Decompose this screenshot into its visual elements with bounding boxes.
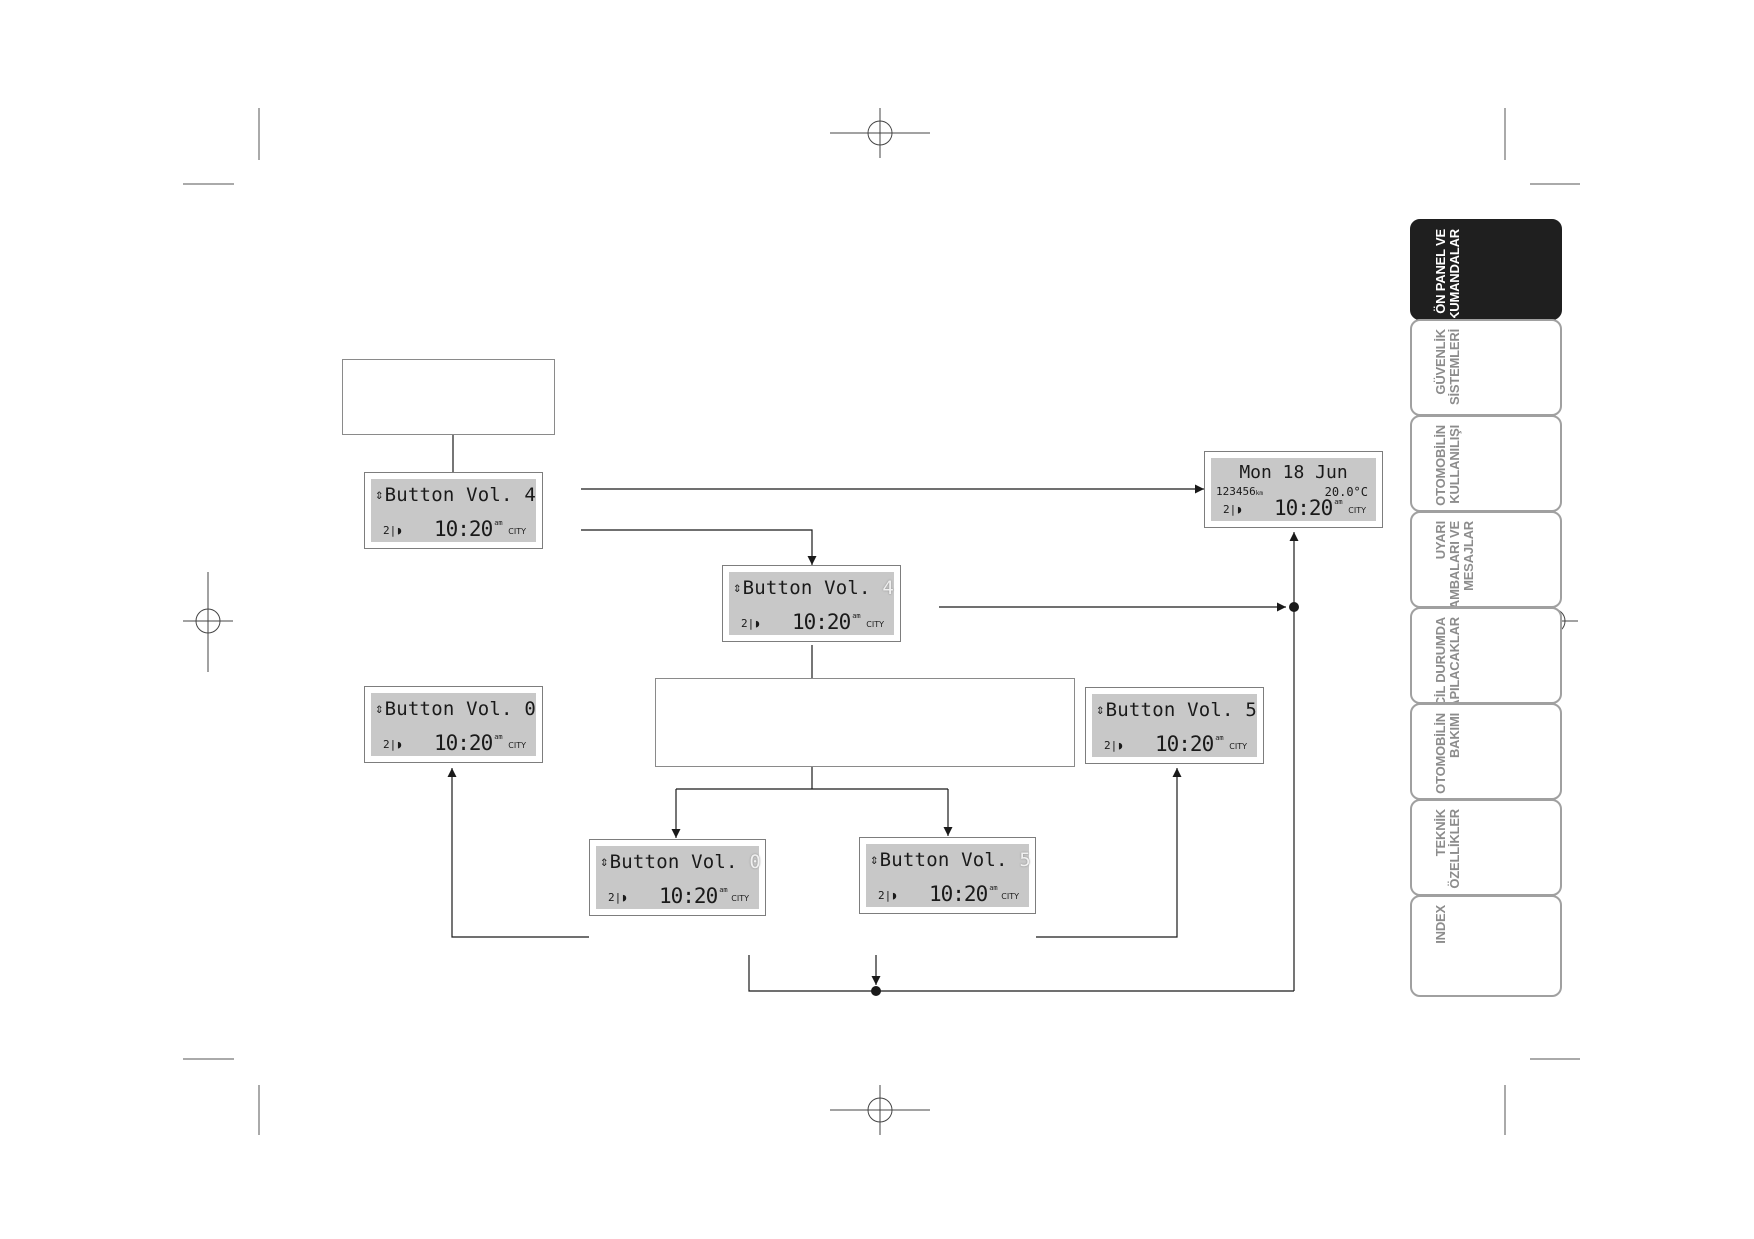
drive-mode-label: CITY bbox=[1348, 506, 1366, 515]
tab-otomobilin-bakimi[interactable]: OTOMOBİLİN BAKIMI bbox=[1410, 703, 1562, 800]
tab-uyari-lambalari-ve-mesajlar[interactable]: UYARI LAMBALARI VE MESAJLAR bbox=[1410, 511, 1562, 608]
tab-label: TEKNİK ÖZELLİKLER bbox=[1433, 809, 1462, 889]
junction-dots bbox=[871, 602, 1299, 996]
tab-index[interactable]: INDEX bbox=[1410, 895, 1562, 997]
drive-mode-label: CITY bbox=[731, 894, 749, 903]
tab-acil-durumda-yapilacaklar[interactable]: ACİL DURUMDA YAPILACAKLAR bbox=[1410, 607, 1562, 704]
registration-marks bbox=[183, 108, 1578, 1135]
blinking-value: 0 bbox=[749, 851, 761, 873]
drive-mode-label: CITY bbox=[866, 620, 884, 629]
tab-label: OTOMOBİLİN KULLANILIŞI bbox=[1433, 425, 1462, 506]
tab-label: ACİL DURUMDA YAPILACAKLAR bbox=[1433, 617, 1462, 704]
caption-box-top bbox=[342, 359, 555, 435]
fuel-gauge-icon: 2|◗ bbox=[878, 889, 898, 902]
setting-value: 0 bbox=[524, 698, 536, 720]
lcd-line1: ⇕Button Vol. 4 bbox=[375, 484, 536, 506]
fuel-gauge-icon: 2|◗ bbox=[741, 617, 761, 630]
lcd-line1: ⇕Button Vol. 0 bbox=[600, 851, 761, 873]
up-down-arrow-icon: ⇕ bbox=[870, 852, 879, 868]
fuel-gauge-icon: 2|◗ bbox=[383, 524, 403, 537]
lcd-date: Mon 18 Jun bbox=[1239, 462, 1348, 483]
drive-mode-label: CITY bbox=[508, 741, 526, 750]
blinking-value: 4 bbox=[882, 577, 894, 599]
tab-teknik-ozellikler[interactable]: TEKNİK ÖZELLİKLER bbox=[1410, 799, 1562, 896]
outside-temperature: 20.0°C bbox=[1324, 485, 1368, 499]
tab-label: GÜVENLİK SİSTEMLERİ bbox=[1433, 329, 1462, 406]
fuel-gauge-icon: 2|◗ bbox=[1223, 503, 1243, 516]
fuel-gauge-icon: 2|◗ bbox=[383, 738, 403, 751]
blinking-value: 5 bbox=[1019, 849, 1031, 871]
up-down-arrow-icon: ⇕ bbox=[375, 487, 384, 503]
odometer-readout: 123456km bbox=[1216, 485, 1263, 498]
drive-mode-label: CITY bbox=[1001, 892, 1019, 901]
tab-otomobilin-kullanilisi[interactable]: OTOMOBİLİN KULLANILIŞI bbox=[1410, 415, 1562, 512]
drive-mode-label: CITY bbox=[508, 527, 526, 536]
up-down-arrow-icon: ⇕ bbox=[1096, 702, 1105, 718]
lcd-line1: ⇕Button Vol. 5 bbox=[1096, 699, 1257, 721]
flow-lines bbox=[447, 434, 1299, 992]
lcd-line1: ⇕Button Vol. 4 bbox=[733, 577, 894, 599]
fuel-gauge-icon: 2|◗ bbox=[1104, 739, 1124, 752]
tab-label: INDEX bbox=[1433, 905, 1448, 944]
lcd-line1: ⇕Button Vol. 5 bbox=[870, 849, 1031, 871]
setting-value: 5 bbox=[1245, 699, 1257, 721]
crop-marks bbox=[183, 108, 1580, 1135]
up-down-arrow-icon: ⇕ bbox=[375, 701, 384, 717]
setting-value: 4 bbox=[524, 484, 536, 506]
tab-on-panel-ve-kumandalar[interactable]: ÖN PANEL VE KUMANDALAR bbox=[1410, 219, 1562, 320]
up-down-arrow-icon: ⇕ bbox=[600, 854, 609, 870]
lcd-line1: ⇕Button Vol. 0 bbox=[375, 698, 536, 720]
tab-label: UYARI LAMBALARI VE MESAJLAR bbox=[1433, 521, 1476, 608]
tab-label: ÖN PANEL VE KUMANDALAR bbox=[1433, 229, 1462, 320]
fuel-gauge-icon: 2|◗ bbox=[608, 891, 628, 904]
tab-guvenlik-sistemleri[interactable]: GÜVENLİK SİSTEMLERİ bbox=[1410, 319, 1562, 416]
tab-label: OTOMOBİLİN BAKIMI bbox=[1433, 713, 1462, 794]
caption-box-middle bbox=[655, 678, 1075, 767]
drive-mode-label: CITY bbox=[1229, 742, 1247, 751]
up-down-arrow-icon: ⇕ bbox=[733, 580, 742, 596]
